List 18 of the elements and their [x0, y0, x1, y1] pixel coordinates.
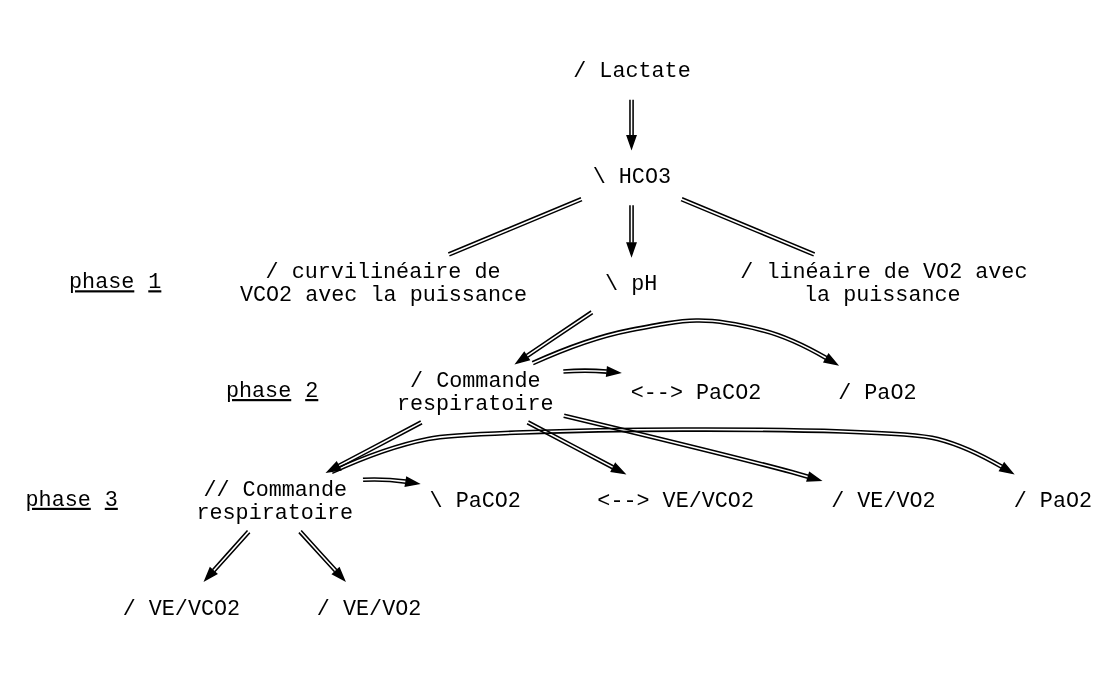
node-text: / Lactate	[573, 58, 691, 84]
node-text: <--> VE/VCO2	[597, 489, 754, 515]
label: phase 3	[25, 487, 118, 513]
node-text: / Commande respiratoire	[396, 368, 554, 418]
node-text: / VE/VCO2	[122, 596, 241, 622]
node-text: \ PaCO2	[429, 489, 521, 515]
node-text: <--> PaCO2	[630, 380, 762, 406]
node-text: / curvilinéaire de VCO2 avec la puissance	[239, 260, 528, 309]
node-text: \ HCO3	[592, 164, 672, 190]
node-text: / PaO2	[838, 380, 917, 406]
node-text: / VE/VO2	[831, 489, 936, 515]
node-text: / linéaire de VO2 avec la puissance	[740, 260, 1028, 309]
node-text: \ pH	[605, 271, 658, 297]
node-text: // Commande respiratoire	[196, 477, 354, 526]
label: phase 2	[225, 379, 319, 405]
label: phase 1	[69, 270, 162, 296]
node-text: / PaO2	[1013, 489, 1093, 515]
node-text: / VE/VO2	[316, 596, 422, 622]
